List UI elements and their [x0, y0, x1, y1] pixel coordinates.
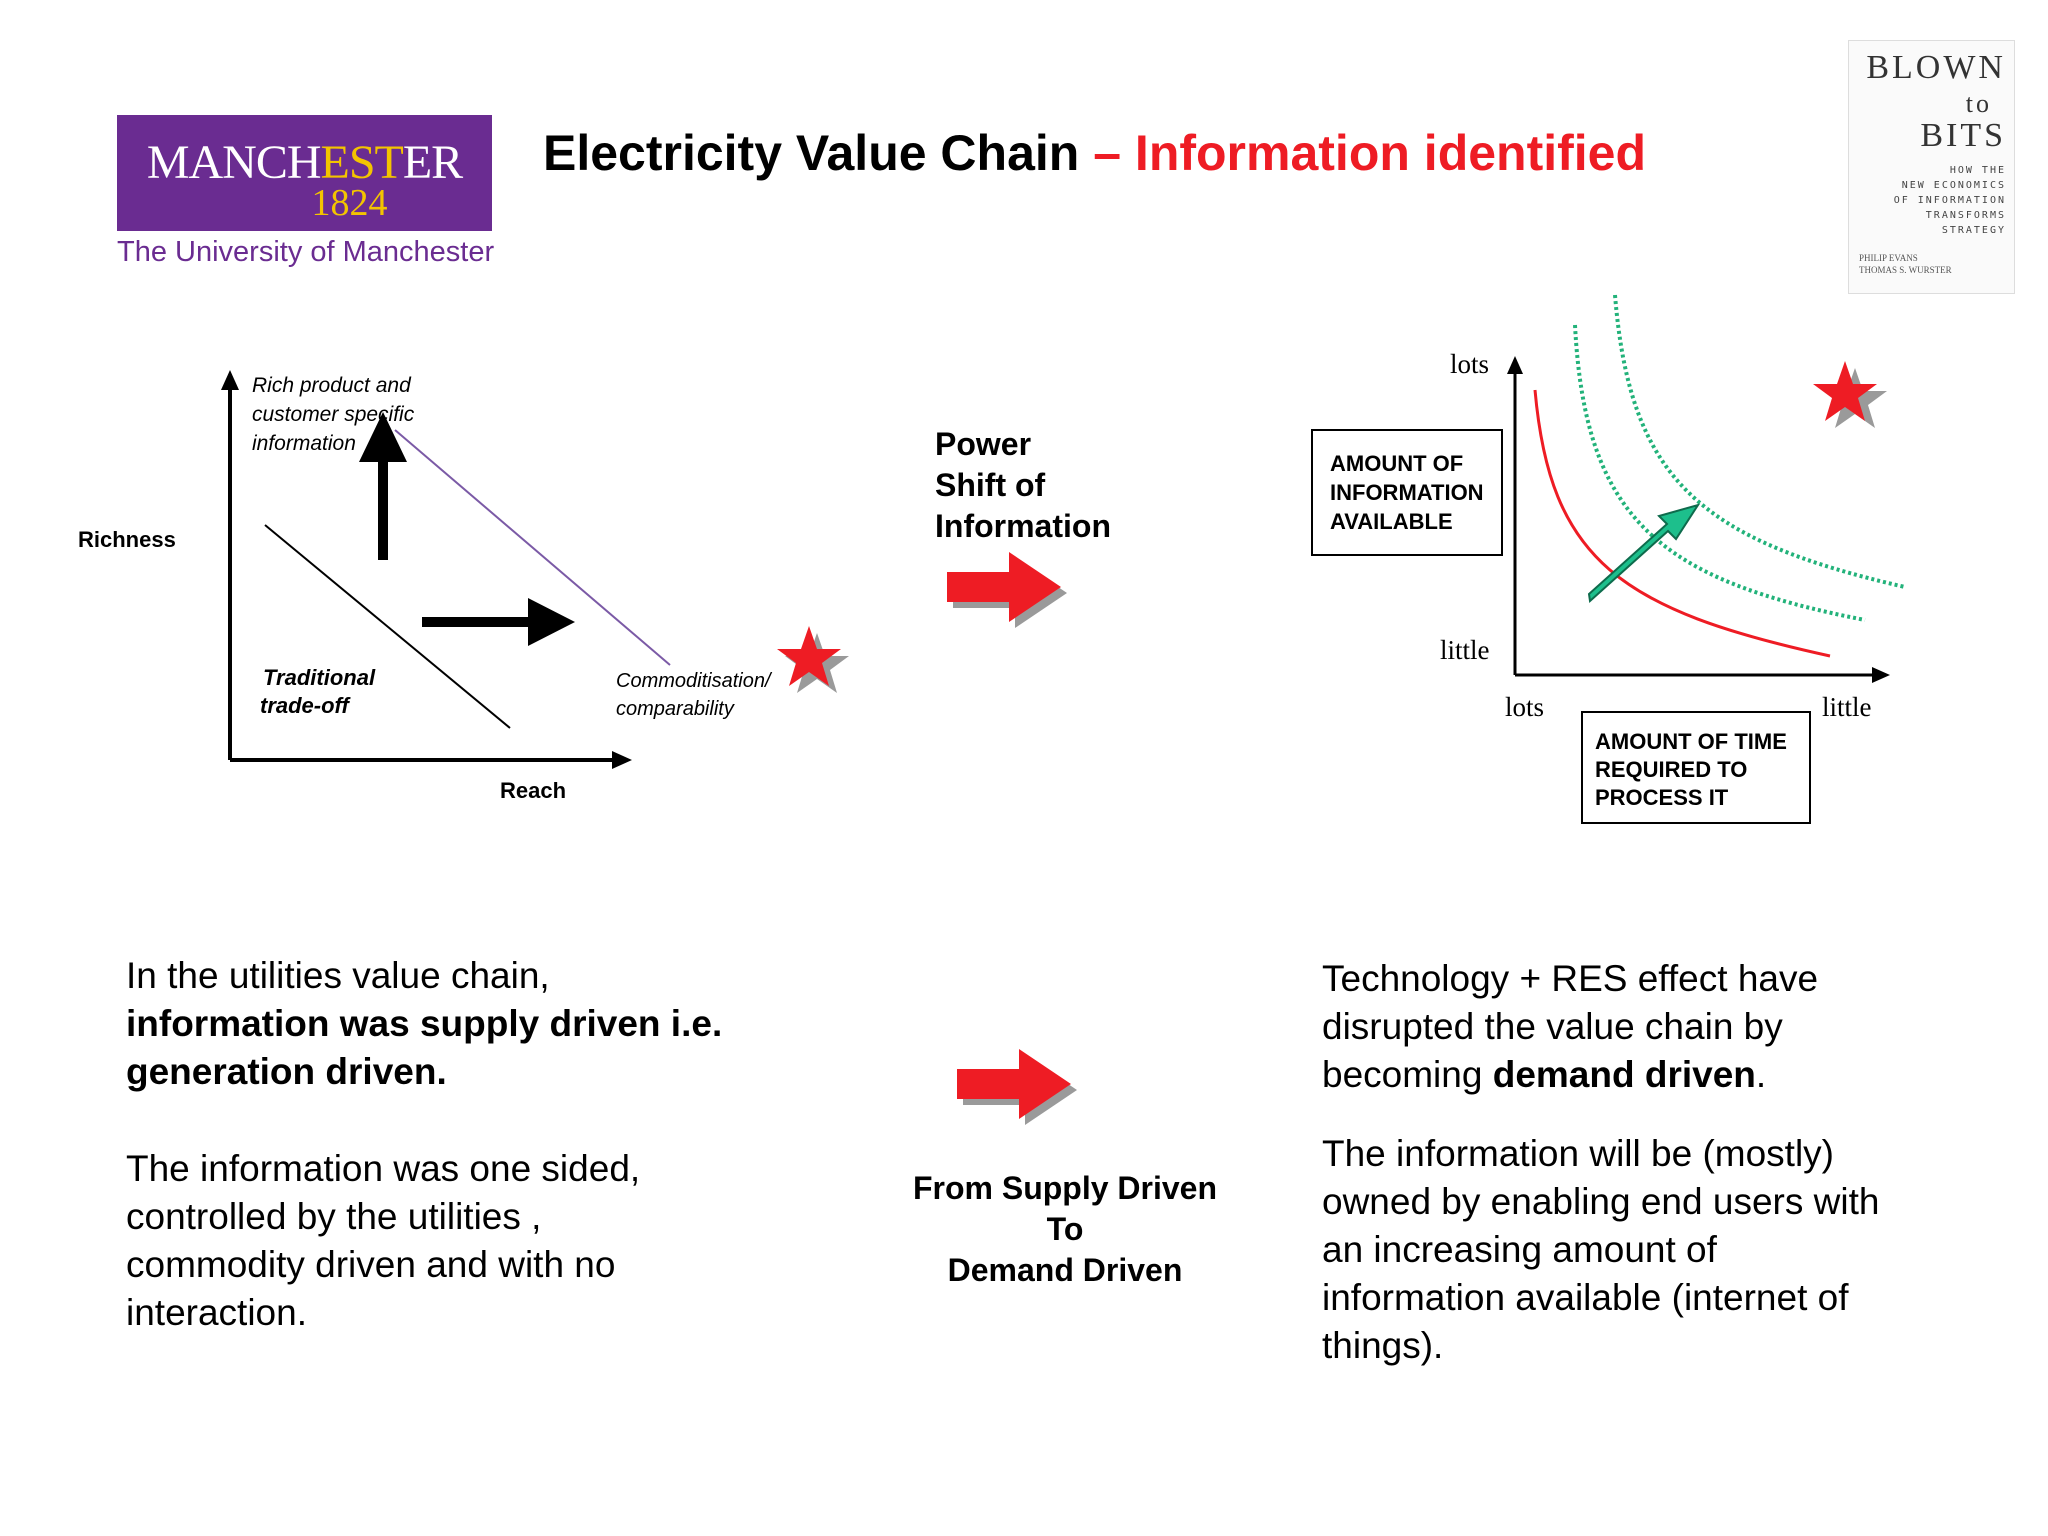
y-box-line-3: AVAILABLE	[1330, 509, 1453, 534]
richness-reach-diagram: Richness Reach Rich product and customer…	[78, 370, 849, 803]
power-shift-label: Power Shift of Information	[935, 424, 1111, 547]
book-title-line1: BLOWN	[1866, 49, 2006, 86]
rich-info-label-3: information	[252, 432, 356, 455]
x-right-label: little	[1822, 692, 1872, 722]
left-text-block: In the utilities value chain, informatio…	[126, 952, 886, 1337]
right-arrow-icon	[528, 598, 575, 646]
book-author-1: PHILIP EVANS	[1859, 253, 1918, 263]
book-title-line3: BITS	[1920, 117, 2006, 154]
book-tagline-1: HOW THE	[1949, 165, 2006, 176]
right-p1-line1: Technology + RES effect have	[1322, 958, 1819, 999]
green-arrow-icon	[1587, 503, 1701, 603]
book-tagline-3: OF INFORMATION	[1893, 195, 2006, 206]
book-title-line2: to	[1965, 89, 1992, 118]
book-author-2: THOMAS S. WURSTER	[1859, 265, 1952, 275]
tradeoff-line	[264, 524, 511, 729]
logo-year: 1824	[311, 182, 388, 224]
power-shift-line-1: Power	[935, 426, 1032, 462]
tradeoff-label-2: trade-off	[260, 693, 351, 718]
right-p2-line2: owned by enabling end users with	[1322, 1181, 1880, 1222]
right-arrow-shaft	[422, 617, 532, 627]
right-p1-line3-post: .	[1755, 1054, 1767, 1095]
book-tagline-4: TRANSFORMS	[1925, 210, 2006, 221]
supply-demand-label: From Supply Driven To Demand Driven	[880, 1168, 1250, 1291]
rich-info-label-2: customer specific	[252, 403, 415, 426]
right-p1-line3-bold: demand driven	[1492, 1054, 1756, 1095]
y-axis-box	[1311, 429, 1503, 556]
left-p2-line2: controlled by the utilities ,	[126, 1196, 542, 1237]
red-arrow-icon	[947, 552, 1061, 622]
left-p1-bold2: generation driven.	[126, 1051, 447, 1092]
reach-axis-label: Reach	[500, 778, 566, 803]
right-p1-line3-pre: becoming	[1322, 1054, 1493, 1095]
star-icon	[1813, 361, 1877, 421]
power-shift-line-2: Shift of	[935, 467, 1046, 503]
commodity-label-1: Commoditisation/	[616, 670, 773, 692]
information-time-diagram: lots little lots little AMOUNT OF INFORM…	[1311, 294, 1906, 824]
richness-axis-label: Richness	[78, 527, 176, 552]
commodity-label-2: comparability	[616, 698, 735, 720]
tradeoff-label-1: Traditional	[263, 665, 376, 690]
university-logo: MANCHESTER 1824	[117, 115, 492, 231]
left-p1-bold1: information was supply driven i.e.	[126, 1003, 723, 1044]
slide-title: Electricity Value Chain – Information id…	[543, 124, 1646, 182]
y-top-label: lots	[1450, 349, 1489, 379]
book-cover-image: BLOWN to BITS HOW THE NEW ECONOMICS OF I…	[1848, 40, 2015, 294]
red-curve	[1533, 389, 1831, 658]
x-box-line-2: REQUIRED TO	[1595, 757, 1747, 782]
power-shift-arrow	[947, 552, 1067, 628]
right-p2-line1: The information will be (mostly)	[1322, 1133, 1834, 1174]
green-curve-1	[1573, 324, 1866, 622]
rich-info-label-1: Rich product and	[252, 374, 412, 397]
left-p1-line1: In the utilities value chain,	[126, 955, 550, 996]
title-main: Electricity Value Chain	[543, 125, 1080, 181]
supply-demand-line-1: From Supply Driven	[912, 1170, 1218, 1206]
supply-demand-arrow	[957, 1049, 1077, 1125]
power-shift-line-3: Information	[935, 508, 1111, 544]
frontier-line	[394, 429, 671, 666]
y-box-line-1: AMOUNT OF	[1330, 451, 1463, 476]
x-left-label: lots	[1505, 692, 1544, 722]
left-p2-line1: The information was one sided,	[126, 1148, 641, 1189]
supply-demand-line-2: To	[1046, 1211, 1084, 1247]
up-arrow-shaft	[378, 460, 388, 560]
y-bottom-label: little	[1440, 635, 1490, 665]
x-axis-box	[1581, 711, 1811, 824]
y-axis-arrowhead	[221, 370, 239, 390]
x-axis-arrowhead	[1872, 667, 1890, 683]
logo-wordmark: MANCHESTER	[146, 136, 463, 189]
book-tagline-2: NEW ECONOMICS	[1901, 180, 2006, 191]
green-curve-2	[1613, 294, 1906, 589]
star-icon	[777, 626, 841, 686]
supply-demand-line-3: Demand Driven	[947, 1252, 1183, 1288]
right-p2-line3: an increasing amount of	[1322, 1229, 1717, 1270]
book-tagline-5: STRATEGY	[1941, 225, 2006, 236]
right-p1-line3: becoming demand driven.	[1322, 1051, 2022, 1099]
right-text-block: Technology + RES effect have disrupted t…	[1322, 955, 2022, 1370]
red-arrow-icon	[957, 1049, 1071, 1119]
right-p2-line5: things).	[1322, 1325, 1444, 1366]
up-arrow-icon	[359, 412, 407, 462]
x-box-line-3: PROCESS IT	[1595, 785, 1729, 810]
x-box-line-1: AMOUNT OF TIME	[1595, 729, 1787, 754]
right-p2-line4: information available (internet of	[1322, 1277, 1849, 1318]
x-axis-arrowhead	[612, 751, 632, 769]
right-p1-line2: disrupted the value chain by	[1322, 1006, 1783, 1047]
left-p2-line3: commodity driven and with no	[126, 1244, 616, 1285]
title-accent: – Information identified	[1093, 125, 1647, 181]
y-box-line-2: INFORMATION	[1330, 480, 1484, 505]
y-axis-arrowhead	[1507, 356, 1523, 374]
logo-subtitle: The University of Manchester	[117, 236, 495, 268]
left-p2-line4: interaction.	[126, 1292, 307, 1333]
